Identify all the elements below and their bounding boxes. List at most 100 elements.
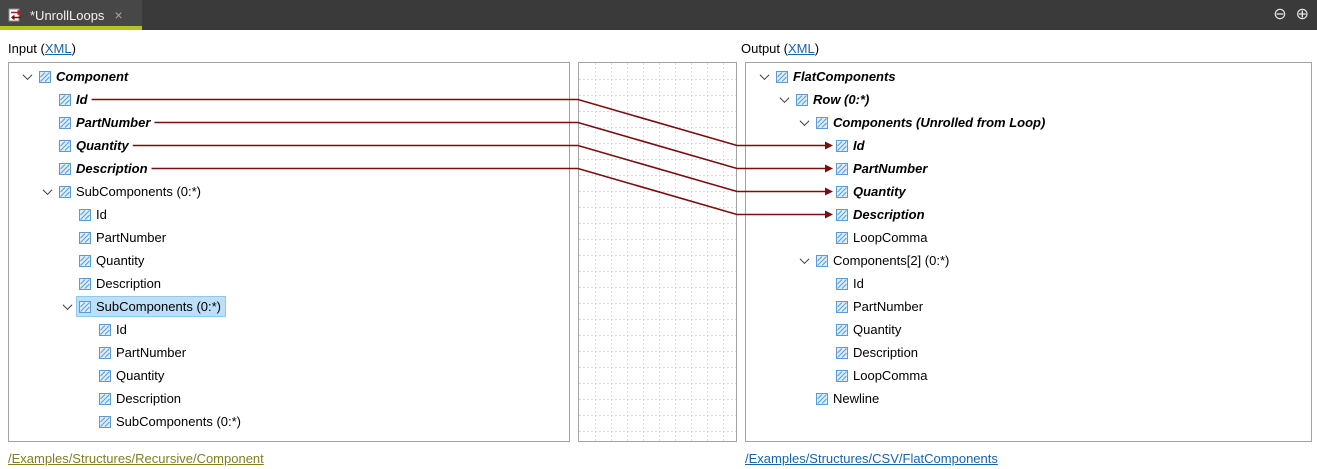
node-label: Id [116,322,127,337]
open-paren: ( [780,41,788,56]
tree-node-description[interactable]: Description [746,203,1311,226]
xml-element-icon [796,93,808,106]
chevron-down-icon[interactable] [759,70,769,81]
input-xml-link[interactable]: XML [44,41,72,56]
tree-node-description[interactable]: Description [9,272,569,295]
node-label: SubComponents (0:*) [76,184,202,199]
output-path-link[interactable]: /Examples/Structures/CSV/FlatComponents [745,451,998,466]
tree-node-row-0[interactable]: Row (0:*) [746,88,1311,111]
indent-slot [37,185,57,196]
node-content: Quantity [97,366,168,385]
node-label: Description [853,207,925,222]
tree-node-newline[interactable]: Newline [746,387,1311,410]
tab-bar-controls: ⊖ ⊕ [1273,0,1309,30]
chevron-down-icon[interactable] [22,70,32,81]
tree-node-id[interactable]: Id [9,318,569,341]
tree-node-partnumber[interactable]: PartNumber [9,226,569,249]
chevron-down-icon[interactable] [62,300,72,311]
tree-node-id[interactable]: Id [746,272,1311,295]
node-content: Quantity [77,251,148,270]
tree-node-id[interactable]: Id [9,88,569,111]
tree-node-quantity[interactable]: Quantity [9,134,569,157]
tree-node-partnumber[interactable]: PartNumber [9,111,569,134]
expand-circle-icon[interactable]: ⊕ [1295,6,1309,23]
node-label: FlatComponents [793,69,896,84]
node-content: Description [834,343,922,362]
node-content: Components[2] (0:*) [814,251,953,270]
node-content: Description [57,159,152,178]
indent-slot [57,300,77,311]
tree-node-quantity[interactable]: Quantity [9,364,569,387]
tree-node-subcomponents-0[interactable]: SubComponents (0:*) [9,180,569,203]
tree-node-loopcomma[interactable]: LoopComma [746,226,1311,249]
node-label: PartNumber [853,161,928,176]
tree-node-components-unrolled-from-loop[interactable]: Components (Unrolled from Loop) [746,111,1311,134]
chevron-down-icon[interactable] [779,93,789,104]
tree-node-quantity[interactable]: Quantity [9,249,569,272]
xml-element-icon [816,254,828,267]
xml-element-icon [59,162,71,175]
node-content: Quantity [57,136,133,155]
tree-node-partnumber[interactable]: PartNumber [746,295,1311,318]
xml-element-icon [59,185,71,198]
xml-element-icon [836,139,848,152]
collapse-circle-icon[interactable]: ⊖ [1273,6,1287,23]
output-label: Output [741,41,781,56]
xml-element-icon [59,116,71,129]
tree-node-quantity[interactable]: Quantity [746,180,1311,203]
tab-close-icon[interactable]: × [114,7,123,23]
mapping-document-icon [8,7,24,23]
chevron-down-icon[interactable] [799,116,809,127]
input-label: Input [8,41,37,56]
node-content: PartNumber [77,228,170,247]
xml-element-icon [59,139,71,152]
open-paren: ( [36,41,45,56]
tree-node-description[interactable]: Description [9,157,569,180]
tab-unrollloops[interactable]: *UnrollLoops × [0,0,142,30]
output-header: Output (XML) [741,41,819,56]
node-label: Components (Unrolled from Loop) [833,115,1046,130]
tree-node-id[interactable]: Id [9,203,569,226]
chevron-down-icon[interactable] [799,254,809,265]
tree-node-partnumber[interactable]: PartNumber [746,157,1311,180]
input-path-link[interactable]: /Examples/Structures/Recursive/Component [8,451,264,466]
node-content: LoopComma [834,228,931,247]
node-content: PartNumber [97,343,190,362]
node-label: Quantity [76,138,129,153]
xml-element-icon [836,300,848,313]
tree-node-quantity[interactable]: Quantity [746,318,1311,341]
tree-node-loopcomma[interactable]: LoopComma [746,364,1311,387]
tree-node-components-2-0[interactable]: Components[2] (0:*) [746,249,1311,272]
node-label: Id [76,92,88,107]
output-xml-link[interactable]: XML [787,41,815,56]
node-label: Components[2] (0:*) [833,253,950,268]
tree-node-description[interactable]: Description [746,341,1311,364]
xml-element-icon [836,185,848,198]
tree-node-component[interactable]: Component [9,65,569,88]
tree-node-id[interactable]: Id [746,134,1311,157]
node-content: LoopComma [834,366,931,385]
tree-node-flatcomponents[interactable]: FlatComponents [746,65,1311,88]
node-label: Id [853,138,865,153]
mapping-grid[interactable] [578,62,737,442]
tree-node-subcomponents-0[interactable]: SubComponents (0:*) [9,295,569,318]
xml-element-icon [79,254,91,267]
chevron-down-icon[interactable] [42,185,52,196]
tree-node-partnumber[interactable]: PartNumber [9,341,569,364]
node-label: PartNumber [116,345,187,360]
node-content: Newline [814,389,883,408]
node-label: LoopComma [853,230,928,245]
node-content: Description [834,205,929,224]
xml-element-icon [99,323,111,336]
indent-slot [794,254,814,265]
tree-node-description[interactable]: Description [9,387,569,410]
node-content: FlatComponents [774,67,900,86]
active-tab-indicator [0,26,142,30]
xml-element-icon [79,208,91,221]
node-content: Description [77,274,165,293]
node-content: Id [57,90,92,109]
node-label: Quantity [116,368,165,383]
tree-node-subcomponents-0[interactable]: SubComponents (0:*) [9,410,569,433]
